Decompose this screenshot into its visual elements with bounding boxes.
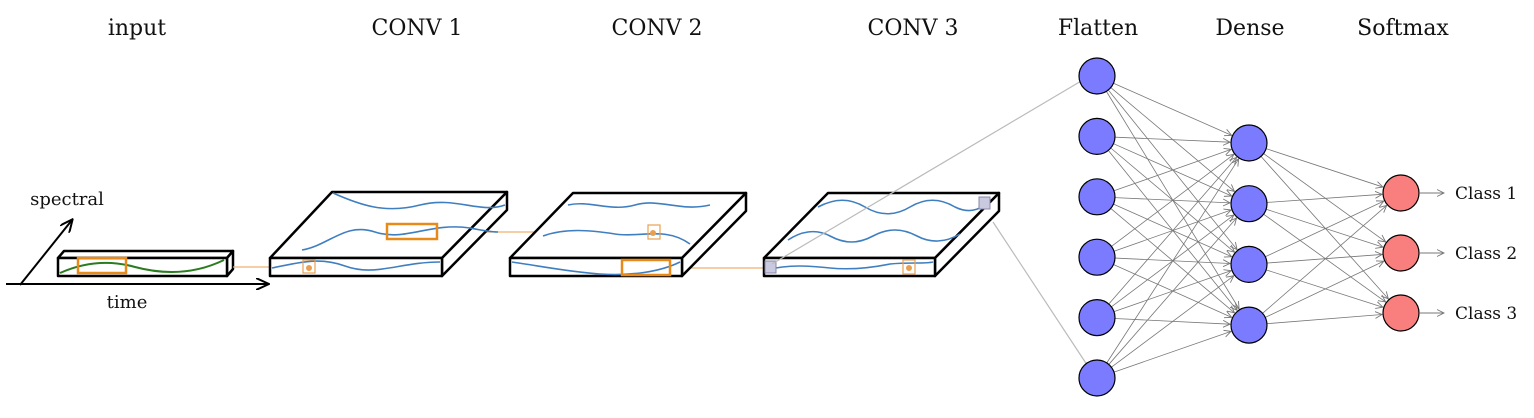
- network-connections: [1106, 82, 1388, 373]
- class-labels: Class 1 Class 2 Class 3: [1455, 184, 1517, 324]
- conv3-flatten-marker-left: [764, 260, 777, 274]
- flatten-node-4: [1078, 238, 1116, 276]
- edge-flatten-6-dense-2: [1108, 218, 1237, 365]
- conv3-receptive-marker: [902, 259, 916, 275]
- class-output-arrows: [1420, 193, 1444, 313]
- edge-flatten-6-dense-3: [1111, 276, 1233, 368]
- edge-dense-4-softmax-1: [1262, 205, 1387, 314]
- conv3-wave-1: [817, 199, 986, 215]
- conv1-marker-dot: [306, 265, 312, 271]
- stage-label-input: input: [108, 16, 166, 41]
- stage-label-dense: Dense: [1215, 16, 1284, 41]
- time-axis-label: time: [107, 292, 148, 313]
- conv2-receptive-marker: [647, 224, 661, 240]
- edge-flatten-3-dense-1: [1113, 149, 1231, 192]
- spectral-axis-label: spectral: [30, 189, 104, 210]
- flatten-link-top: [771, 73, 1094, 265]
- stage-label-flatten: Flatten: [1058, 16, 1138, 41]
- dense-node-1: [1230, 124, 1268, 162]
- edge-dense-3-softmax-2: [1266, 254, 1382, 264]
- dense-node-2: [1230, 185, 1268, 223]
- edge-flatten-1-dense-1: [1113, 82, 1231, 135]
- class-1-label: Class 1: [1455, 184, 1517, 204]
- edge-dense-4-softmax-3: [1266, 315, 1382, 325]
- edge-flatten-6-dense-4: [1113, 331, 1231, 373]
- conv1-front-face: [268, 256, 444, 278]
- stage-label-conv3: CONV 3: [868, 16, 959, 41]
- conv3-wave-2: [787, 229, 961, 243]
- flatten-node-5: [1078, 299, 1116, 337]
- conv1-wave-2: [301, 226, 499, 251]
- conv2-wave-2: [542, 229, 691, 245]
- network-nodes: [1078, 57, 1420, 397]
- edge-dense-3-softmax-1: [1265, 201, 1384, 258]
- conv3-block: [762, 191, 1001, 278]
- conv2-marker-dot: [650, 230, 656, 236]
- edge-dense-1-softmax-2: [1263, 153, 1386, 242]
- class-2-label: Class 2: [1455, 244, 1517, 264]
- softmax-node-2: [1382, 234, 1420, 272]
- input-block: spectral time: [6, 189, 268, 313]
- edge-dense-2-softmax-1: [1266, 194, 1382, 203]
- flatten-node-6: [1078, 359, 1116, 397]
- conv1-kernel-window: [385, 222, 439, 241]
- edge-flatten-6-dense-1: [1106, 159, 1239, 364]
- input-signal-curve: [59, 259, 225, 274]
- edge-flatten-2-dense-1: [1114, 136, 1230, 142]
- flatten-node-1: [1078, 57, 1116, 95]
- softmax-node-3: [1382, 294, 1420, 332]
- flatten-node-2: [1078, 117, 1116, 155]
- edge-dense-3-softmax-3: [1266, 269, 1383, 307]
- edge-flatten-5-dense-1: [1108, 157, 1237, 305]
- edge-dense-1-softmax-1: [1265, 148, 1383, 187]
- input-kernel-window: [76, 256, 128, 275]
- edge-dense-2-softmax-2: [1265, 208, 1383, 247]
- class-3-label: Class 3: [1455, 304, 1517, 324]
- edge-dense-4-softmax-2: [1265, 261, 1384, 318]
- dense-node-3: [1230, 245, 1268, 283]
- conv2-wave-1: [567, 202, 711, 209]
- edge-flatten-4-dense-1: [1111, 154, 1233, 247]
- stage-label-conv1: CONV 1: [372, 16, 463, 41]
- stage-label-conv2: CONV 2: [612, 16, 703, 41]
- conv1-block: [268, 190, 509, 278]
- conv2-kernel-window: [620, 258, 672, 277]
- stage-label-softmax: Softmax: [1357, 16, 1449, 41]
- flatten-link-bottom: [992, 221, 1098, 381]
- conv3-flatten-marker-right: [978, 196, 991, 210]
- conv2-front-face: [508, 256, 684, 278]
- conv2-front-wave: [511, 261, 681, 276]
- conv3-front-face: [762, 256, 937, 278]
- softmax-node-1: [1382, 174, 1420, 212]
- conv3-marker-dot: [906, 265, 912, 271]
- conv2-block: [508, 191, 748, 278]
- flatten-node-3: [1078, 178, 1116, 216]
- edge-dense-1-softmax-3: [1260, 156, 1388, 298]
- conv1-receptive-marker: [302, 259, 316, 274]
- conv1-wave-1: [332, 192, 506, 210]
- spectral-axis-arrow: [19, 220, 72, 286]
- edge-dense-2-softmax-3: [1263, 213, 1386, 302]
- conv1-front-wave: [271, 260, 441, 271]
- dense-node-4: [1230, 306, 1268, 344]
